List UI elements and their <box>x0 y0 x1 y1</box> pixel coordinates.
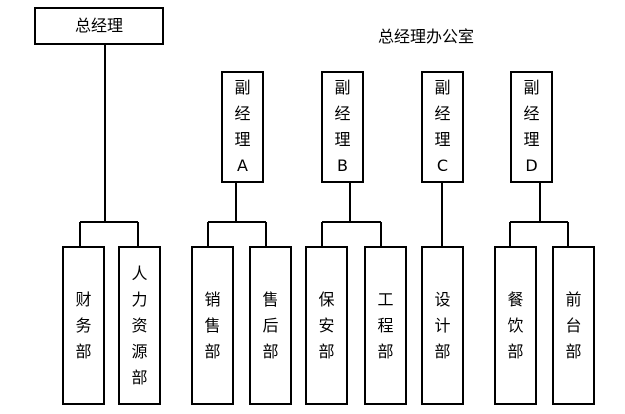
dept-engineering-box: 工 程 部 <box>364 246 407 405</box>
vp-b-label: 副 经 理 B <box>334 78 351 175</box>
vp-b-box: 副 经 理 B <box>321 71 364 183</box>
dept-dining-label: 餐 饮 部 <box>507 289 524 361</box>
dept-design-box: 设 计 部 <box>421 246 464 405</box>
office-label: 总经理办公室 <box>378 27 475 46</box>
vp-d-label: 副 经 理 D <box>523 78 540 175</box>
dept-sales-box: 销 售 部 <box>191 246 234 405</box>
dept-after-sales-box: 售 后 部 <box>249 246 292 405</box>
dept-dining-box: 餐 饮 部 <box>494 246 537 405</box>
dept-finance-label: 财 务 部 <box>75 289 92 361</box>
general-manager-box: 总经理 <box>34 7 164 45</box>
vp-c-box: 副 经 理 C <box>421 71 464 183</box>
dept-hr-label: 人 力 资 源 部 <box>131 263 148 387</box>
dept-security-label: 保 安 部 <box>318 289 335 361</box>
dept-front-desk-label: 前 台 部 <box>565 289 582 361</box>
vp-d-box: 副 经 理 D <box>510 71 553 183</box>
general-manager-label: 总经理 <box>74 16 123 35</box>
dept-sales-label: 销 售 部 <box>204 289 221 361</box>
vp-a-box: 副 经 理 A <box>221 71 264 183</box>
dept-hr-box: 人 力 资 源 部 <box>118 246 161 405</box>
dept-finance-box: 财 务 部 <box>62 246 105 405</box>
dept-front-desk-box: 前 台 部 <box>552 246 595 405</box>
vp-a-label: 副 经 理 A <box>234 78 251 175</box>
dept-after-sales-label: 售 后 部 <box>262 289 279 361</box>
dept-engineering-label: 工 程 部 <box>377 289 394 361</box>
vp-c-label: 副 经 理 C <box>434 78 451 175</box>
dept-design-label: 设 计 部 <box>434 289 451 361</box>
dept-security-box: 保 安 部 <box>305 246 348 405</box>
